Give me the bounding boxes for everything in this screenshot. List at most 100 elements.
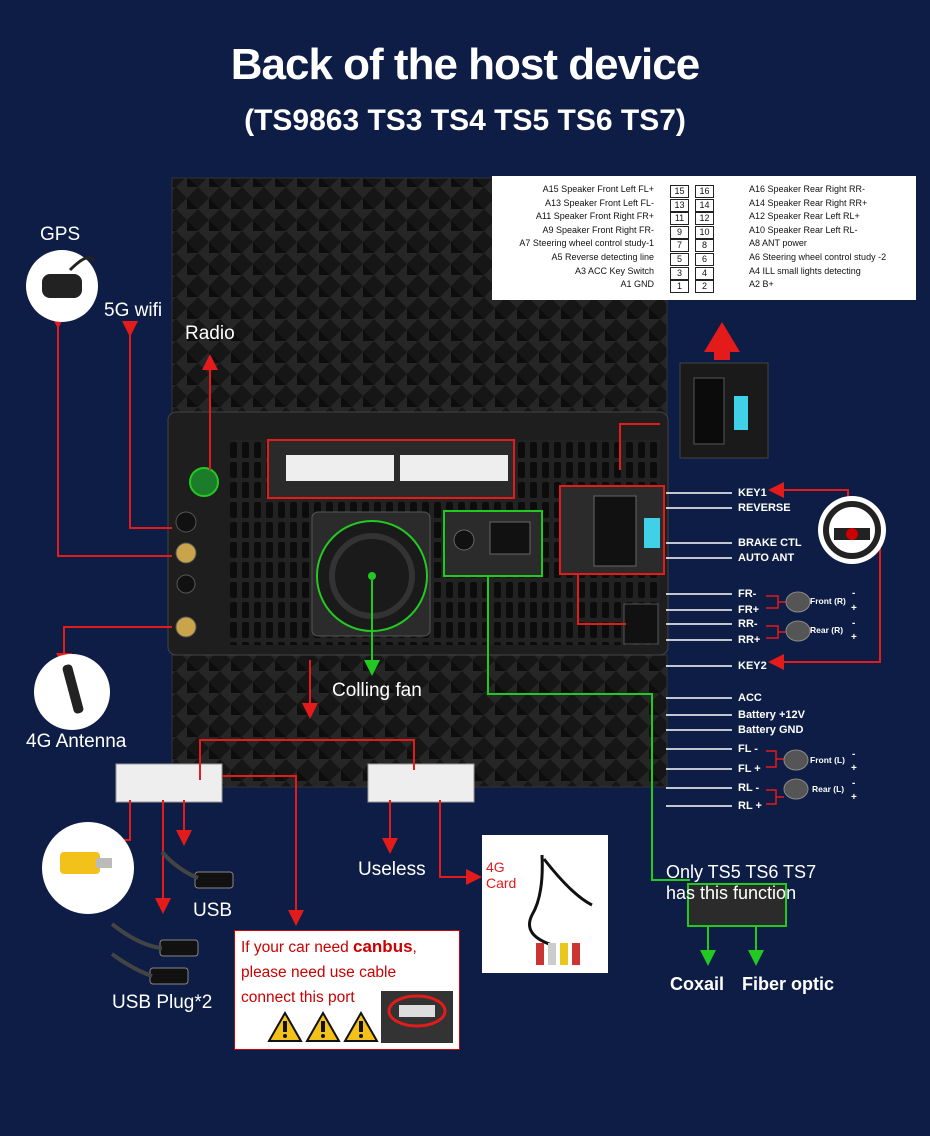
rl-plus-label: RL +	[738, 800, 762, 812]
polarity-sign: +	[851, 763, 857, 774]
cooling-fan	[311, 511, 431, 637]
pin-number-right: 12	[695, 212, 714, 226]
usb-plug-label: USB Plug*2	[112, 992, 213, 1013]
cable-harness-icon	[528, 854, 593, 965]
pin-number-left: 1	[670, 280, 689, 294]
speaker-icons	[783, 591, 811, 800]
radio-label: Radio	[185, 323, 235, 344]
fr-plus-label: FR+	[738, 604, 760, 616]
pin-label-left: A11 Speaker Front Right FR+	[535, 211, 654, 222]
wifi-arrow	[122, 321, 172, 529]
pin-label-left: A3 ACC Key Switch	[574, 265, 654, 276]
pin-number-right: 10	[695, 225, 714, 239]
pin-label-right: A14 Speaker Rear Right RR+	[749, 197, 868, 208]
up-arrow-icon	[704, 322, 740, 360]
antenna-4g-icon	[34, 654, 110, 730]
only-ts-label: Only TS5 TS6 TS7	[666, 862, 817, 882]
polarity-sign: +	[851, 792, 857, 803]
rca-plug-icon	[42, 822, 134, 914]
auto-ant-label: AUTO ANT	[738, 552, 795, 564]
connector-block-a	[286, 455, 394, 481]
speaker-front-r-label: Front (R)	[810, 596, 846, 606]
radio-jack	[189, 467, 219, 497]
coxail-label: Coxail	[670, 974, 725, 994]
pin-number-left: 15	[670, 185, 689, 198]
usb-plug-pair-icon	[110, 922, 199, 985]
fiber-optic-label: Fiber optic	[742, 974, 835, 994]
aux-jack	[176, 574, 196, 594]
pin-label-left: A7 Steering wheel control study-1	[519, 238, 654, 249]
polarity-sign: -	[852, 778, 856, 789]
warning-icon	[343, 1010, 379, 1042]
pin-number-left: 3	[670, 266, 689, 280]
steering-wheel-icon	[818, 496, 886, 564]
pin-number-right: 14	[695, 198, 714, 212]
gps-arrow	[50, 313, 172, 557]
pin-label-left: A13 Speaker Front Left FL-	[544, 197, 654, 208]
useless-label: Useless	[358, 859, 426, 880]
rr-minus-label: RR-	[738, 618, 758, 630]
pin-number-left: 5	[670, 253, 689, 266]
antenna-4g-label: 4G Antenna	[26, 731, 127, 752]
wifi-jack	[175, 511, 197, 533]
pin-number-left: 13	[670, 198, 689, 212]
warning-icon	[305, 1010, 341, 1042]
pin-label-right: A10 Speaker Rear Left RL-	[749, 224, 858, 235]
usb-label: USB	[193, 900, 233, 921]
antenna-arrow	[56, 626, 172, 669]
pin-number-right: 6	[695, 253, 714, 266]
page-title: Back of the host device	[230, 40, 700, 89]
brake-label: BRAKE CTL	[738, 537, 802, 549]
pin-label-right: A16 Speaker Rear Right RR-	[749, 184, 866, 194]
pin-label-left: A1 GND	[620, 279, 654, 290]
battery-gnd-label: Battery GND	[738, 724, 804, 736]
pin-label-left: A5 Reverse detecting line	[551, 252, 654, 262]
speaker-plug	[623, 603, 659, 645]
pin-label-right: A8 ANT power	[749, 238, 807, 249]
card-4g-panel: 4G Card	[482, 835, 608, 973]
pin-label-right: A6 Steering wheel control study -2	[749, 252, 887, 262]
speaker-front-l-label: Front (L)	[810, 755, 845, 765]
pin-number-right: 4	[695, 266, 714, 280]
fl-minus-label: FL -	[738, 743, 758, 755]
pin-number-left: 9	[670, 225, 689, 239]
fr-minus-label: FR-	[738, 588, 757, 600]
pin-label-right: A2 B+	[749, 279, 774, 290]
rl-minus-label: RL -	[738, 782, 760, 794]
wifi-label: 5G wifi	[104, 300, 163, 321]
pin-number-right: 2	[695, 280, 714, 294]
connector-block-b	[400, 455, 508, 481]
polarity-sign: -	[852, 588, 856, 599]
polarity-sign: +	[851, 603, 857, 614]
ts-function-port	[687, 883, 787, 927]
polarity-sign: -	[852, 618, 856, 629]
pin-number-left: 11	[670, 212, 689, 226]
pin-number-right: 8	[695, 239, 714, 253]
usb-cable-icon	[160, 850, 234, 889]
useless-connector	[367, 763, 475, 803]
canbus-port-photo	[381, 991, 453, 1043]
rr-plus-label: RR+	[738, 634, 761, 646]
polarity-sign: -	[852, 749, 856, 760]
fan-label: Colling fan	[332, 680, 422, 701]
pin-label-right: A4 ILL small lights detecting	[749, 265, 861, 276]
battery-12v-label: Battery +12V	[738, 709, 805, 721]
has-function-label: has this function	[666, 883, 797, 903]
antenna-4g-jack	[175, 616, 197, 638]
pin-number-left: 7	[670, 239, 689, 253]
warning-icon	[267, 1010, 303, 1042]
speaker-rear-r-label: Rear (R)	[810, 625, 844, 635]
card-4g-label: 4G Card	[486, 859, 517, 891]
pin-label-right: A12 Speaker Rear Left RL+	[749, 211, 860, 222]
gps-label: GPS	[40, 224, 81, 245]
pin-label-left: A9 Speaker Front Right FR-	[542, 224, 654, 235]
canbus-notice: If your car need canbus, please need use…	[234, 930, 460, 1050]
key1-label: KEY1	[738, 487, 767, 499]
polarity-sign: +	[851, 632, 857, 643]
acc-label: ACC	[738, 692, 762, 704]
pin-number-right: 16	[695, 185, 714, 198]
wire-leads	[666, 492, 732, 807]
pin-label-left: A15 Speaker Front Left FL+	[542, 184, 654, 194]
